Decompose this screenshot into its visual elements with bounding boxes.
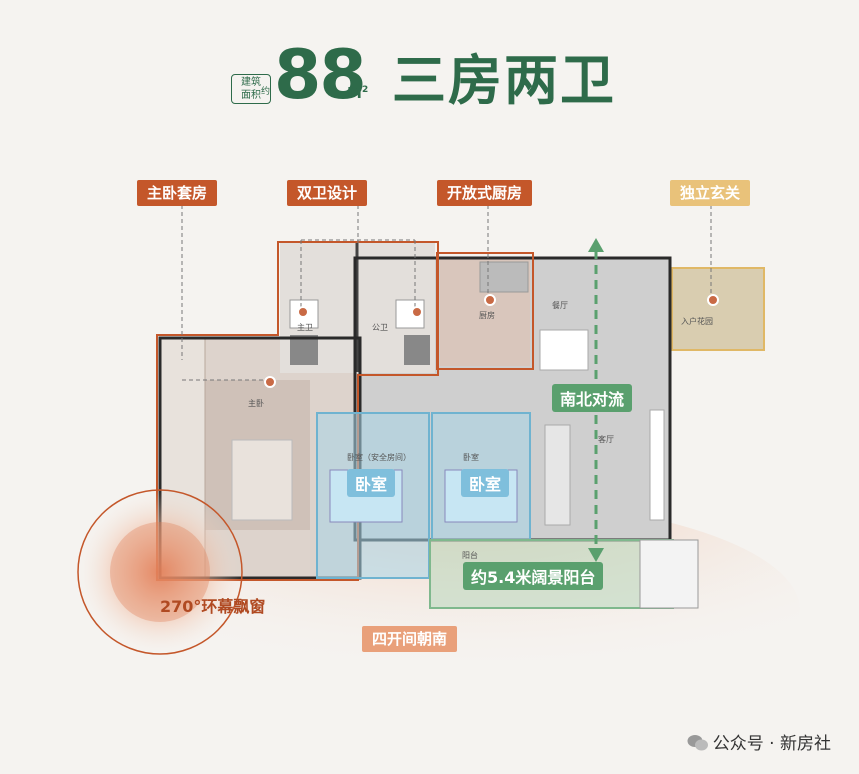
label-living: 客厅 xyxy=(598,435,614,444)
area-tag: 建筑 面积 xyxy=(231,74,271,104)
footer-source: 公众号 · 新房社 xyxy=(687,729,831,754)
area-unit: M2 xyxy=(347,84,369,102)
tag-foyer: 独立玄关 xyxy=(670,180,751,206)
wechat-icon xyxy=(687,735,708,751)
area-tag-suffix: 约 xyxy=(261,87,271,97)
public-shower xyxy=(404,335,430,365)
highlight-balcony: 约5.4米阔景阳台 xyxy=(463,562,604,590)
label-balcony: 阳台 xyxy=(462,551,478,560)
entry-garden xyxy=(671,267,765,351)
highlight-bedroom1: 卧室 xyxy=(347,469,396,497)
page-title: 三房两卫 xyxy=(392,49,616,112)
label-bedroom-safe: 卧室（安全房间） xyxy=(347,453,411,462)
label-kitchen: 厨房 xyxy=(479,311,495,320)
marker-master-bath xyxy=(297,306,309,318)
marker-master xyxy=(264,376,276,388)
window-glow xyxy=(77,489,243,655)
master-bed xyxy=(231,439,293,521)
highlight-south: 四开间朝南 xyxy=(362,626,458,652)
tag-master-suite: 主卧套房 xyxy=(137,180,218,206)
footer-source-text: 公众号 · 新房社 xyxy=(712,734,831,754)
label-public-bath: 公卫 xyxy=(372,323,388,332)
label-bedroom: 卧室 xyxy=(463,453,479,462)
label-dining: 餐厅 xyxy=(552,301,568,310)
label-master-bath: 主卫 xyxy=(297,323,313,332)
label-master-bedroom: 主卧 xyxy=(248,399,264,408)
marker-public-bath xyxy=(411,306,423,318)
area-value: 88 xyxy=(274,36,367,115)
highlight-window: 270°环幕飘窗 xyxy=(160,597,266,616)
marker-kitchen xyxy=(484,294,496,306)
tag-double-bath: 双卫设计 xyxy=(287,180,368,206)
highlight-airflow: 南北对流 xyxy=(552,384,633,412)
dining-table xyxy=(539,329,589,371)
label-entry-garden: 入户花园 xyxy=(681,317,713,326)
sofa xyxy=(544,424,571,526)
kitchen-sink xyxy=(479,261,529,293)
area-tag-line1: 建筑 xyxy=(241,77,261,88)
tag-open-kitchen: 开放式厨房 xyxy=(437,180,533,206)
highlight-bedroom2: 卧室 xyxy=(461,469,510,497)
marker-foyer xyxy=(707,294,719,306)
master-shower xyxy=(290,335,318,365)
area-tag-line2: 面积 xyxy=(241,90,261,101)
tv-cabinet xyxy=(649,409,665,521)
